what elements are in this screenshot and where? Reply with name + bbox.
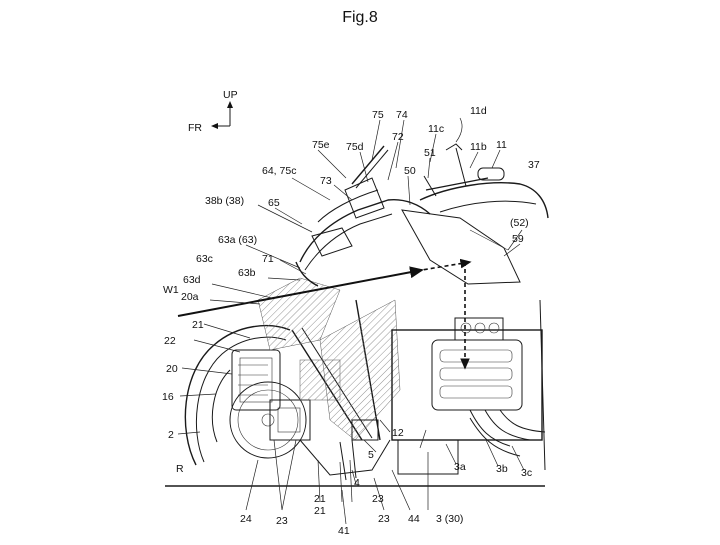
label-20a: 20a bbox=[181, 291, 199, 303]
orientation-indicator: UP FR bbox=[188, 89, 238, 134]
fuel-tank bbox=[401, 182, 549, 285]
label-21-lower-a: 21 bbox=[314, 505, 326, 517]
leader-lines bbox=[177, 117, 525, 525]
label-11d: 11d bbox=[470, 105, 487, 117]
label-r: R bbox=[176, 463, 184, 475]
label-11b: 11b bbox=[470, 141, 487, 153]
label-65: 65 bbox=[268, 197, 280, 209]
label-44: 44 bbox=[408, 513, 420, 525]
engine-block bbox=[391, 299, 546, 475]
label-23-mid-b: 23 bbox=[378, 513, 390, 525]
label-64-75c: 64, 75c bbox=[262, 165, 296, 177]
label-11c: 11c bbox=[428, 123, 444, 135]
label-21-upper: 21 bbox=[192, 319, 204, 331]
label-51: 51 bbox=[424, 147, 436, 159]
windscreen bbox=[351, 145, 385, 185]
label-20: 20 bbox=[166, 363, 178, 375]
airflow-arrow-w1 bbox=[177, 266, 424, 317]
label-63b: 63b bbox=[238, 267, 256, 279]
label-21-lower-b: 21 bbox=[314, 493, 326, 505]
label-52: (52) bbox=[510, 217, 529, 229]
label-38b: 38b (38) bbox=[205, 195, 244, 207]
front-label: FR bbox=[188, 122, 202, 134]
label-w1: W1 bbox=[163, 284, 179, 296]
front-cowl bbox=[295, 177, 431, 287]
label-16: 16 bbox=[162, 391, 174, 403]
label-4: 4 bbox=[354, 477, 360, 489]
reference-labels: 11d 75 74 11c 72 75e 75d 51 11b 11 37 64… bbox=[162, 105, 540, 537]
up-label: UP bbox=[223, 89, 238, 101]
label-73: 73 bbox=[320, 175, 332, 187]
label-3-30: 3 (30) bbox=[436, 513, 463, 525]
frame-hatch-front bbox=[257, 277, 341, 351]
label-71: 71 bbox=[262, 253, 274, 265]
label-75d: 75d bbox=[346, 141, 364, 153]
label-63d: 63d bbox=[183, 274, 201, 286]
label-74: 74 bbox=[396, 109, 408, 121]
label-3c: 3c bbox=[521, 467, 532, 479]
figure-title: Fig.8 bbox=[342, 9, 378, 26]
handlebar bbox=[423, 143, 505, 197]
label-23-left: 23 bbox=[276, 515, 288, 527]
label-50: 50 bbox=[404, 165, 416, 177]
frame-hatch-center bbox=[319, 299, 401, 441]
lower-structure bbox=[299, 419, 391, 481]
label-72: 72 bbox=[392, 131, 404, 143]
label-63c: 63c bbox=[196, 253, 213, 265]
label-41: 41 bbox=[338, 525, 350, 537]
label-12: 12 bbox=[392, 427, 404, 439]
label-59: 59 bbox=[512, 233, 524, 245]
label-3a: 3a bbox=[454, 461, 466, 473]
label-37: 37 bbox=[528, 159, 540, 171]
label-11: 11 bbox=[496, 139, 507, 151]
airflow-dashed-arrow-1 bbox=[409, 258, 472, 273]
label-24: 24 bbox=[240, 513, 252, 525]
label-75: 75 bbox=[372, 109, 384, 121]
label-5: 5 bbox=[368, 449, 374, 461]
label-2: 2 bbox=[168, 429, 174, 441]
label-3b: 3b bbox=[496, 463, 508, 475]
label-22: 22 bbox=[164, 335, 176, 347]
label-23-mid-a: 23 bbox=[372, 493, 384, 505]
label-63a: 63a (63) bbox=[218, 234, 257, 246]
label-75e: 75e bbox=[312, 139, 330, 151]
